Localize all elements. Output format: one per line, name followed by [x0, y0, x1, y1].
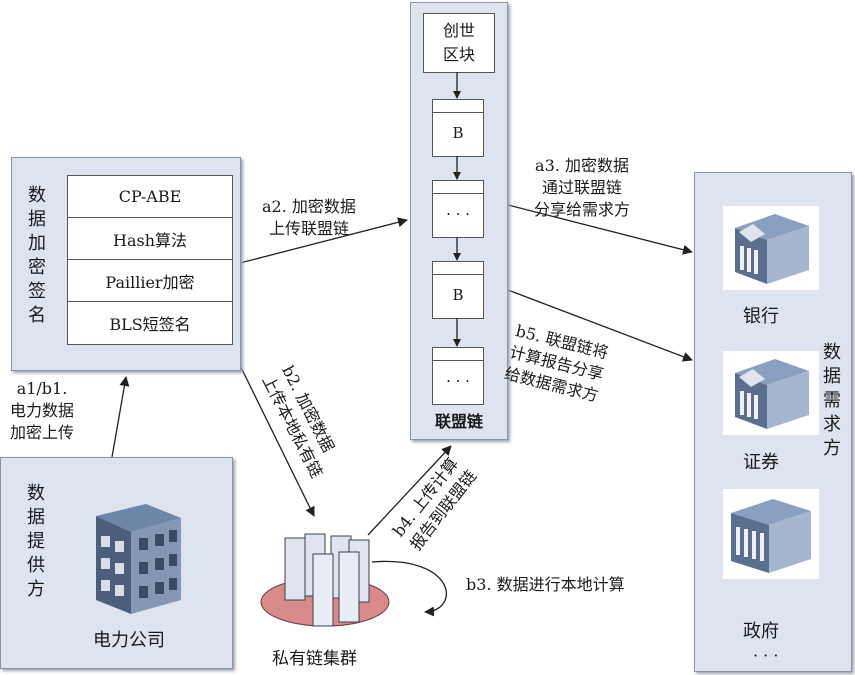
step-line: 电力数据	[10, 401, 75, 420]
title-char: 方	[27, 579, 45, 600]
algorithm-table: CP-ABE Hash算法 Paillier加密 BLS短签名	[67, 175, 233, 345]
provider-panel-title: 数 据 提 供 方	[25, 482, 47, 602]
block-label: · · ·	[446, 205, 470, 223]
title-char: 数	[823, 342, 841, 363]
government-building-icon	[723, 489, 819, 579]
demand-panel-title: 数 据 需 求 方	[821, 341, 843, 461]
arrow-a2	[239, 217, 408, 264]
consortium-chain-panel: 创世 区块 B · · · B · · · 联盟链	[410, 2, 508, 440]
title-char: 提	[27, 531, 45, 552]
step-b3-label: b3. 数据进行本地计算	[466, 575, 625, 594]
bank-building-icon	[723, 206, 819, 290]
power-company-label: 电力公司	[93, 630, 165, 651]
title-char: 方	[823, 438, 841, 459]
arrow-b3-loop	[371, 560, 447, 617]
provider-panel: 数 据 提 供 方 电力公司	[0, 457, 233, 669]
title-char: 名	[28, 305, 46, 326]
arrow-b5	[507, 289, 693, 362]
genesis-label-line1: 创世	[442, 21, 475, 40]
genesis-block: 创世 区块	[423, 13, 495, 73]
title-char: 加	[28, 233, 46, 254]
title-char: 需	[823, 390, 841, 411]
demand-ellipsis: · · ·	[753, 646, 779, 665]
algorithm-paillier: Paillier加密	[68, 260, 232, 302]
private-chain-label: 私有链集群	[272, 649, 357, 669]
algorithm-cpabe: CP-ABE	[68, 176, 232, 218]
government-label: 政府	[743, 621, 779, 642]
encrypt-panel-title: 数 据 加 密 签 名	[26, 184, 48, 328]
chain-block-3: B	[432, 261, 484, 319]
title-char: 据	[28, 209, 46, 230]
arrow-b2	[229, 344, 315, 517]
private-chain-cluster-icon	[260, 533, 390, 627]
step-line: 分享给需求方	[534, 200, 631, 219]
step-line: a2. 加密数据	[262, 197, 356, 216]
title-char: 据	[823, 366, 841, 387]
algorithm-bls: BLS短签名	[109, 314, 191, 334]
genesis-label-line2: 区块	[442, 45, 475, 64]
block-label: B	[452, 286, 464, 304]
chain-block-4: · · ·	[432, 347, 484, 405]
demand-panel: 银行 证券 政府 · · · 数 据 需 求 方	[694, 172, 852, 672]
step-line: 上传联盟链	[268, 219, 349, 238]
consortium-chain-label: 联盟链	[434, 412, 483, 431]
title-char: 密	[28, 257, 46, 278]
algorithm-hash: Hash算法	[68, 218, 232, 260]
arrow-b4	[367, 445, 452, 536]
chain-links	[453, 72, 461, 347]
title-char: 据	[27, 507, 45, 528]
power-company-building-icon	[96, 504, 181, 614]
block-label: B	[452, 124, 464, 142]
encrypt-panel: 数 据 加 密 签 名 CP-ABE Hash算法 Paillier加密 BLS…	[11, 157, 241, 371]
title-char: 数	[27, 483, 45, 504]
step-a2-label: a2. 加密数据 上传联盟链	[262, 196, 356, 240]
block-label: · · ·	[446, 372, 470, 390]
title-char: 签	[28, 281, 46, 302]
title-char: 供	[27, 555, 45, 576]
securities-building-icon	[723, 351, 819, 435]
step-a1b1-label: a1/b1. 电力数据 加密上传	[10, 378, 74, 444]
step-line: 加密上传	[10, 423, 75, 442]
chain-block-2: · · ·	[432, 180, 484, 238]
chain-block-1: B	[432, 99, 484, 157]
title-char: 求	[823, 414, 841, 435]
step-line: a3. 加密数据	[535, 156, 629, 175]
arrow-a3	[507, 204, 693, 255]
securities-label: 证券	[743, 452, 779, 473]
title-char: 数	[28, 185, 46, 206]
step-line: a1/b1.	[16, 379, 68, 398]
bank-label: 银行	[743, 306, 779, 327]
arrow-a1b1	[111, 376, 130, 458]
step-a3-label: a3. 加密数据 通过联盟链 分享给需求方	[534, 155, 630, 221]
step-line: 通过联盟链	[542, 178, 623, 197]
